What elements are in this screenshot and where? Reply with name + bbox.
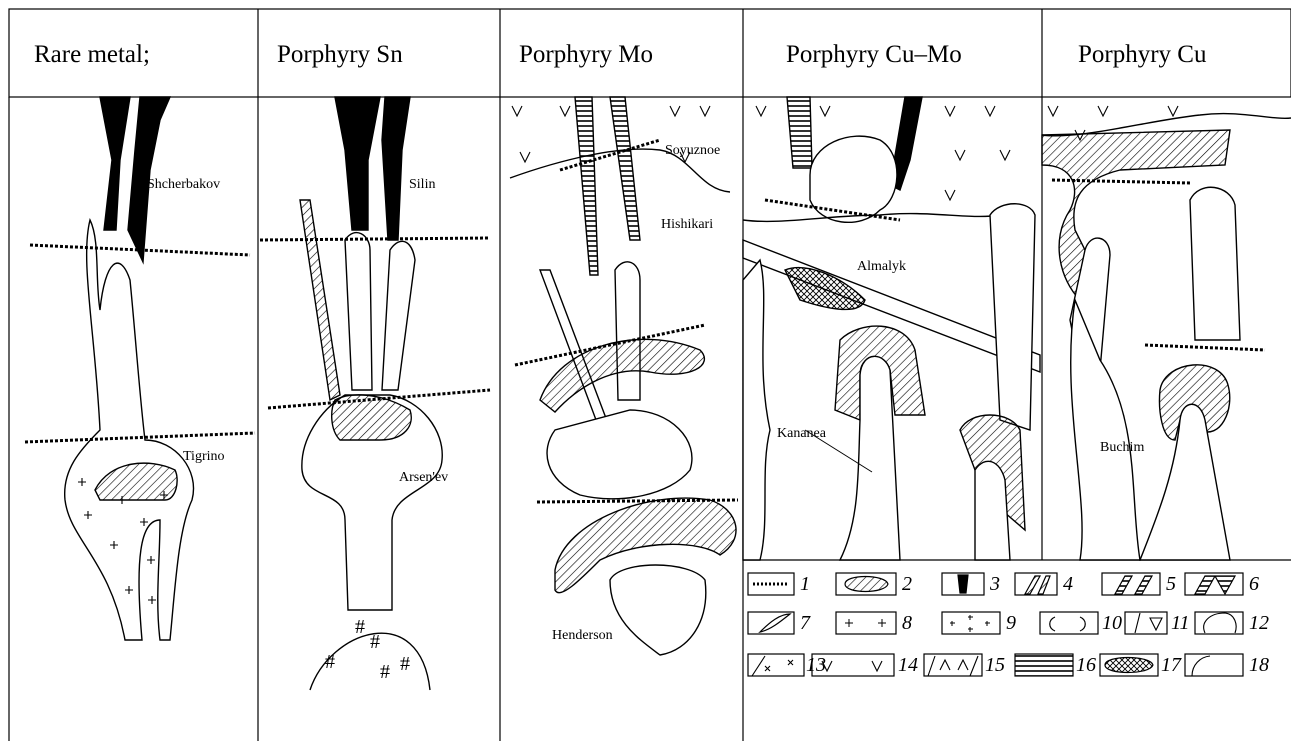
cross-hatched-body xyxy=(785,268,865,310)
breccia-pipe xyxy=(990,204,1035,430)
svg-text:#: # xyxy=(400,653,410,675)
legend-swatch-16 xyxy=(1015,654,1073,676)
porphyry-cu-mo-column xyxy=(743,97,1040,560)
svg-text:#: # xyxy=(325,651,335,673)
legend-number-9: 9 xyxy=(1006,613,1016,633)
column-header-porphyry-cu-mo: Porphyry Cu–Mo xyxy=(786,42,962,67)
breccia-cap xyxy=(810,136,897,222)
breccia-pipe xyxy=(615,262,640,400)
breccia-pipe xyxy=(1190,187,1240,340)
legend-number-15: 15 xyxy=(985,655,1005,675)
dike xyxy=(743,260,770,560)
granite-stock xyxy=(65,220,194,640)
rare-metal-column xyxy=(25,97,255,640)
legend-number-18: 18 xyxy=(1249,655,1269,675)
legend-number-14: 14 xyxy=(898,655,918,675)
legend-number-17: 17 xyxy=(1161,655,1181,675)
legend-number-8: 8 xyxy=(902,613,912,633)
legend-swatch-11 xyxy=(1125,612,1167,634)
label-tigrino: Tigrino xyxy=(183,450,225,464)
breccia-pipe xyxy=(345,233,372,390)
legend-swatch-13 xyxy=(748,654,804,676)
legend-number-5: 5 xyxy=(1166,574,1176,594)
label-henderson: Henderson xyxy=(552,629,613,643)
stock xyxy=(547,410,692,499)
legend-swatch-10 xyxy=(1040,612,1098,634)
label-silin: Silin xyxy=(409,178,435,192)
column-header-porphyry-sn: Porphyry Sn xyxy=(277,42,403,67)
legend-number-3: 3 xyxy=(990,574,1000,594)
legend-number-7: 7 xyxy=(800,613,810,633)
legend-number-2: 2 xyxy=(902,574,912,594)
column-header-rare-metal: Rare metal; xyxy=(34,42,150,67)
legend-number-16: 16 xyxy=(1076,655,1096,675)
svg-text:#: # xyxy=(355,616,365,638)
legend-number-12: 12 xyxy=(1249,613,1269,633)
striped-vein xyxy=(787,97,812,168)
legend-number-1: 1 xyxy=(800,574,810,594)
legend-swatch-15 xyxy=(924,654,982,676)
hatched-dike xyxy=(300,200,340,400)
column-header-porphyry-mo: Porphyry Mo xyxy=(519,42,653,67)
label-hishikari: Hishikari xyxy=(661,218,713,232)
porphyry-sn-column: # # # # # xyxy=(260,97,490,690)
legend-number-4: 4 xyxy=(1063,574,1073,594)
henderson-stock xyxy=(610,565,706,655)
label-kananea: Kananea xyxy=(777,427,826,441)
svg-text:#: # xyxy=(380,661,390,683)
svg-text:#: # xyxy=(370,631,380,653)
legend-number-11: 11 xyxy=(1171,613,1190,633)
label-soyuznoe: Soyuznoe xyxy=(665,144,720,158)
porphyry-mo-column xyxy=(510,97,738,655)
label-almalyk: Almalyk xyxy=(857,260,906,274)
legend-number-10: 10 xyxy=(1102,613,1122,633)
porphyry-cu-column xyxy=(1042,106,1291,560)
legend-number-13: 13 xyxy=(806,655,826,675)
column-header-porphyry-cu: Porphyry Cu xyxy=(1078,42,1206,67)
label-buchim: Buchim xyxy=(1100,441,1144,455)
label-arsenev: Arsen'ev xyxy=(399,471,448,485)
striped-vein xyxy=(575,97,598,275)
legend-number-6: 6 xyxy=(1249,574,1259,594)
ore-veins xyxy=(335,97,410,240)
label-shcherbakov: Shcherbakov xyxy=(147,178,220,192)
legend-swatch-18 xyxy=(1185,654,1243,676)
